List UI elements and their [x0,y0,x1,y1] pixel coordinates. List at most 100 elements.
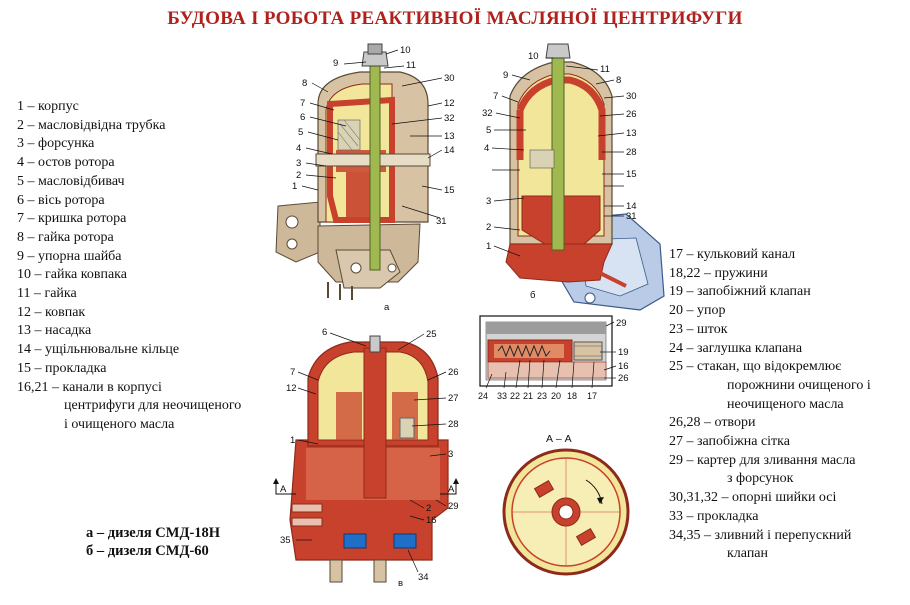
label-c-35: 35 [280,535,291,546]
label-c-28: 28 [448,419,459,430]
label-c-26: 26 [448,367,459,378]
label-v-29: 29 [616,318,627,329]
label-b-1: 1 [486,241,491,252]
legend-item: 13 – насадка [17,323,92,339]
label-v-22: 22 [510,391,520,401]
label-c-12: 12 [286,383,297,394]
legend-item: 6 – вісь ротора [17,192,105,208]
label-a-9: 9 [333,58,338,69]
label-v-18: 18 [567,391,577,401]
label-b-variant: б [530,290,536,301]
label-b-28: 28 [626,147,637,158]
legend-item: 3 – форсунка [17,136,95,152]
legend-item-continued: неочищеного масла [727,396,844,412]
label-c-34: 34 [418,572,429,583]
label-a-7: 7 [300,98,305,109]
legend-item: 17 – кульковий канал [669,247,796,262]
rotor-body [516,76,606,160]
label-v-23: 23 [537,391,547,401]
label-a-variant: а [384,302,390,313]
label-v-24: 24 [478,391,488,401]
legend-item: 9 – упорна шайба [17,248,122,264]
bypass-valve [343,533,367,549]
legend-item: 15 – прокладка [17,360,107,376]
label-b-10: 10 [528,51,539,62]
label-b-8: 8 [616,75,621,86]
label-c-27: 27 [448,393,459,404]
diagram-a: 10 9 11 8 30 7 12 6 32 5 13 4 14 3 2 1 1… [275,43,455,313]
legend-item: 11 – гайка [17,286,77,302]
label-c-section-left: А [280,484,287,495]
label-b-4: 4 [484,143,489,154]
label-a-8: 8 [302,78,307,89]
label-c-3: 3 [448,449,453,460]
legend-item: 10 – гайка ковпака [17,267,127,283]
label-a-3: 3 [296,158,301,169]
legend-item: 12 – ковпак [17,304,86,320]
label-v-26: 26 [618,373,629,384]
legend-item: 1 – корпус [17,99,79,114]
variant-a-caption: а – дизеля СМД-18Н [86,525,221,541]
legend-item: 34,35 – зливний і перепускний [669,527,852,543]
legend-item-continued: клапан [727,546,769,562]
label-v-33: 33 [497,391,507,401]
section-a-a-title: А – А [546,433,572,445]
legend-left: 1 – корпус 2 – масловідвідна трубка 3 – … [17,98,241,435]
legend-item: 8 – гайка ротора [17,229,114,245]
label-v-17: 17 [587,391,597,401]
label-b-13: 13 [626,128,637,139]
label-b-7: 7 [493,91,498,102]
nozzle-upper [533,479,555,499]
label-a-30: 30 [444,73,455,84]
label-v-19: 19 [618,347,629,358]
legend-item-continued: порожнини очищеного і [727,377,871,393]
label-a-13: 13 [444,131,455,142]
label-b-5: 5 [486,125,491,136]
page-title: БУДОВА І РОБОТА РЕАКТИВНОЇ МАСЛЯНОЇ ЦЕНТ… [167,8,743,29]
legend-item: 29 – картер для зливання масла [669,452,856,468]
label-v-21: 21 [523,391,533,401]
label-b-14: 14 [626,201,637,212]
legend-item: 14 – ущільнювальне кільце [17,342,180,358]
label-c-7: 7 [290,367,295,378]
legend-item: 20 – упор [669,303,726,319]
label-a-5: 5 [298,127,303,138]
label-a-12: 12 [444,98,455,109]
label-a-4: 4 [296,143,301,154]
variant-captions: а – дизеля СМД-18Н б – дизеля СМД-60 [86,524,220,560]
label-a-1: 1 [292,181,297,192]
legend-item-continued: центрифуги для неочищеного [64,398,242,414]
legend-item: 33 – прокладка [669,508,759,524]
label-b-32: 32 [482,108,493,119]
legend-item: 16,21 – канали в корпусі [17,379,162,395]
label-b-15: 15 [626,169,637,180]
legend-item-continued: з форсунок [727,471,794,487]
label-b-30: 30 [626,91,637,102]
label-a-32: 32 [444,113,455,124]
legend-item: 24 – заглушка клапана [669,340,803,356]
label-b-31: 31 [626,211,637,222]
legend-item: 25 – стакан, що відокремлює [669,359,842,375]
legend-item: 2 – масловідвідна трубка [17,117,166,133]
label-v-16: 16 [618,361,629,372]
section-a-a: А – А [502,433,630,576]
label-b-11: 11 [600,64,610,75]
label-c-6: 6 [322,327,327,338]
legend-item: 18,22 – пружини [669,265,768,281]
legend-right: 17 – кульковий канал 18,22 – пружини 19 … [669,246,871,564]
label-v-20: 20 [551,391,561,401]
label-a-31: 31 [436,216,447,227]
legend-item: 30,31,32 – опорні шийки осі [669,490,837,506]
legend-item: 27 – запобіжна сітка [669,434,790,450]
label-c-2: 2 [426,503,431,514]
label-c-29: 29 [448,501,459,512]
diagram-c: 6 25 7 26 12 27 28 1 3 2 16 29 35 34 А А… [273,327,459,589]
label-b-2: 2 [486,222,491,233]
label-a-15: 15 [444,185,455,196]
label-c-16: 16 [426,515,437,526]
legend-item: 19 – запобіжний клапан [669,284,811,300]
variant-b-caption: б – дизеля СМД-60 [86,543,209,559]
label-b-26: 26 [626,109,637,120]
label-c-25: 25 [426,329,437,340]
